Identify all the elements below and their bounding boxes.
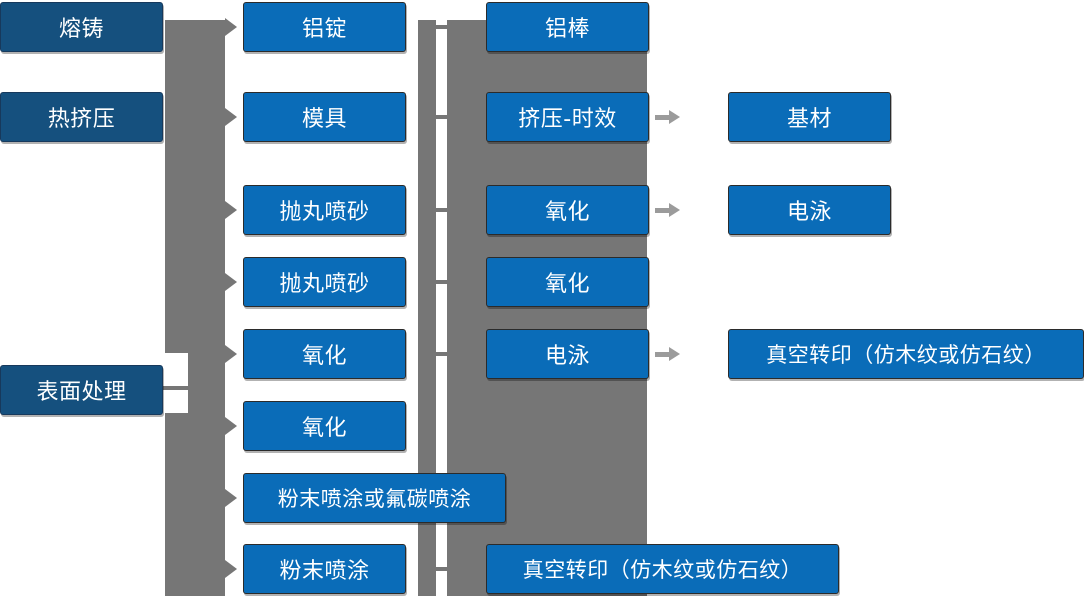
process-box-label: 氧化: [301, 416, 347, 441]
process-box-sub-processes-b-4[interactable]: 氧化: [486, 257, 649, 307]
process-box-label: 抛丸喷砂: [279, 200, 370, 225]
process-box-sub-processes-a-8[interactable]: 粉末喷涂: [243, 544, 406, 594]
process-box-sub-processes-a-2[interactable]: 模具: [243, 92, 406, 142]
process-box-sub-processes-a-3[interactable]: 抛丸喷砂: [243, 185, 406, 235]
connector-left-arrow-1: [225, 18, 237, 36]
process-box-sub-processes-a-4[interactable]: 抛丸喷砂: [243, 257, 406, 307]
process-box-sub-processes-b-3[interactable]: 氧化: [486, 185, 649, 235]
connector-mid-rung-3: [436, 208, 447, 212]
process-box-sub-processes-a-1[interactable]: 铝锭: [243, 2, 406, 52]
process-box-outputs-1[interactable]: 基材: [728, 92, 891, 142]
connector-left-arrow-3: [225, 201, 237, 219]
process-box-sub-processes-b-1[interactable]: 铝棒: [486, 2, 649, 52]
process-box-sub-processes-b-6[interactable]: 真空转印（仿木纹或仿石纹）: [486, 544, 839, 594]
process-box-label: 电泳: [786, 200, 832, 225]
connector-left-arrow-7: [225, 489, 237, 507]
process-box-outputs-3[interactable]: 真空转印（仿木纹或仿石纹）: [728, 329, 1084, 379]
connector-left-arrow-8: [225, 560, 237, 578]
process-box-label: 铝棒: [544, 17, 590, 42]
process-box-label: 粉末喷涂或氟碳喷涂: [277, 487, 472, 511]
process-box-sub-processes-a-7[interactable]: 粉末喷涂或氟碳喷涂: [243, 473, 506, 523]
process-box-label: 铝锭: [301, 17, 347, 42]
process-box-label: 氧化: [301, 344, 347, 369]
process-box-sub-processes-a-5[interactable]: 氧化: [243, 329, 406, 379]
connector-left-notch: [165, 353, 188, 413]
connector-mid-rung-2: [436, 115, 447, 119]
connector-mid-trunk-left: [418, 20, 436, 596]
process-box-stages-3[interactable]: 表面处理: [0, 365, 163, 415]
process-box-sub-processes-a-6[interactable]: 氧化: [243, 401, 406, 451]
connector-left-arrow-2: [225, 108, 237, 126]
connector-mid-rung-5: [436, 352, 447, 356]
connector-mid-rung-4: [436, 280, 447, 284]
process-box-label: 电泳: [544, 344, 590, 369]
connector-left-arrow-5: [225, 345, 237, 363]
process-box-label: 粉末喷涂: [279, 559, 370, 584]
connector-left-stub: [163, 386, 189, 390]
process-box-label: 基材: [786, 107, 832, 132]
connector-left-arrow-6: [225, 417, 237, 435]
connector-left-trunk: [165, 20, 225, 596]
process-box-label: 熔铸: [58, 17, 104, 42]
connector-left-arrow-4: [225, 273, 237, 291]
process-box-label: 氧化: [544, 272, 590, 297]
connector-mid-slot: [436, 20, 447, 596]
process-box-label: 氧化: [544, 200, 590, 225]
process-box-stages-1[interactable]: 熔铸: [0, 2, 163, 52]
process-box-label: 热挤压: [47, 107, 116, 132]
process-box-label: 挤压-时效: [518, 107, 617, 132]
process-box-label: 真空转印（仿木纹或仿石纹）: [766, 343, 1046, 367]
process-box-label: 表面处理: [36, 380, 127, 405]
process-box-sub-processes-b-5[interactable]: 电泳: [486, 329, 649, 379]
process-box-outputs-2[interactable]: 电泳: [728, 185, 891, 235]
process-box-label: 模具: [301, 107, 347, 132]
connector-mid-rung-1: [436, 25, 447, 29]
connector-mid-rung-6: [436, 567, 447, 571]
process-box-sub-processes-b-2[interactable]: 挤压-时效: [486, 92, 649, 142]
process-box-label: 真空转印（仿木纹或仿石纹）: [522, 558, 803, 582]
process-box-label: 抛丸喷砂: [279, 272, 370, 297]
process-box-stages-2[interactable]: 热挤压: [0, 92, 163, 142]
